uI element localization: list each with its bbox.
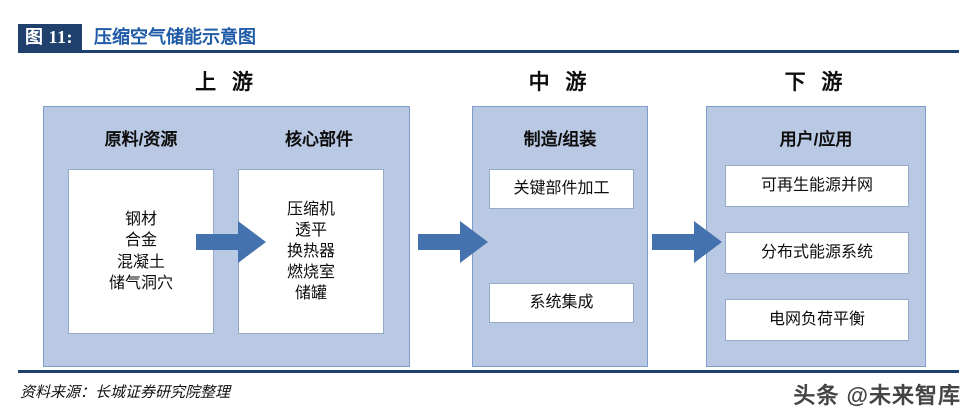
figure-title-text: 压缩空气储能示意图 [94,27,257,47]
list-item: 燃烧室 [286,264,335,282]
content-box-distributed-energy-system: 分布式能源系统 [725,232,909,274]
list-item: 储气洞穴 [108,274,173,292]
figure-title-bar: 图 11: 压缩空气储能示意图 [18,24,256,50]
content-box-system-integration: 系统集成 [489,283,634,323]
arrow-right-icon [418,221,488,263]
list-item: 储罐 [294,285,327,303]
footer-divider-rule [18,370,959,373]
panel-midstream: 制造/组装 关键部件加工 系统集成 [472,106,648,367]
list-item: 压缩机 [286,200,335,218]
arrow-right-icon [652,221,722,263]
content-box-key-component-processing: 关键部件加工 [489,169,634,209]
figure-number-badge: 图 11: [18,24,83,50]
arrow-right-icon [196,221,266,263]
list-item: 合金 [124,232,157,250]
source-note: 资料来源：长城证券研究院整理 [20,385,231,401]
group-title-users-applications: 用户/应用 [779,130,853,149]
list-item: 系统集成 [529,294,594,312]
column-header-midstream: 中 游 [528,71,592,94]
list-item: 可再生能源并网 [760,177,873,195]
content-box-raw-materials: 钢材 合金 混凝土 储气洞穴 [68,169,214,334]
group-title-raw-materials: 原料/资源 [104,130,178,149]
list-item: 钢材 [124,211,157,229]
list-item: 混凝土 [116,253,165,271]
column-header-upstream: 上 游 [195,71,258,94]
list-item: 分布式能源系统 [760,244,873,262]
watermark-label: 头条 @未来智库 [793,383,961,408]
list-item: 关键部件加工 [513,180,610,198]
content-box-renewable-grid-connection: 可再生能源并网 [725,165,909,207]
list-item: 换热器 [286,242,335,260]
content-box-grid-load-balancing: 电网负荷平衡 [725,299,909,341]
list-item: 透平 [294,221,327,239]
column-header-downstream: 下 游 [784,71,848,94]
title-divider-rule [18,50,959,53]
group-title-core-components: 核心部件 [285,130,353,149]
group-title-manufacturing: 制造/组装 [523,130,597,149]
panel-downstream: 用户/应用 可再生能源并网 分布式能源系统 电网负荷平衡 [706,106,926,367]
list-item: 电网负荷平衡 [768,311,865,329]
